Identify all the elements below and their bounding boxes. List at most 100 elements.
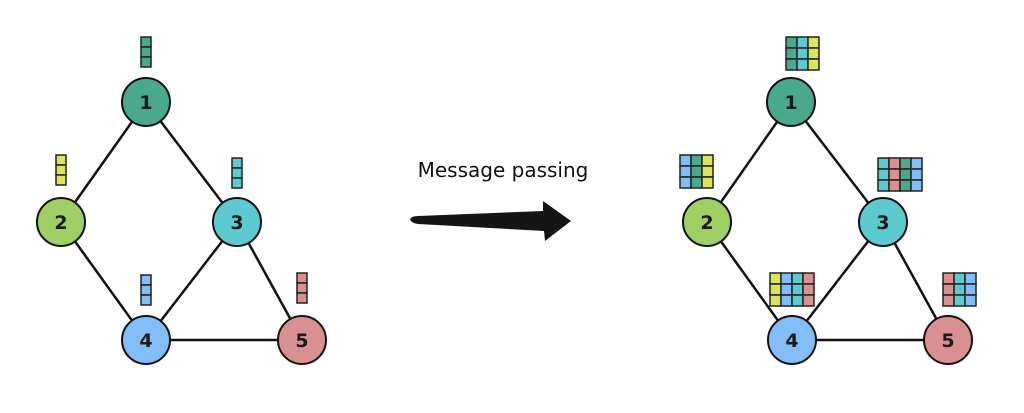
feature-cell [791, 272, 804, 285]
feature-cell [140, 46, 152, 58]
feature-cell [942, 272, 955, 285]
feature-cell [802, 272, 815, 285]
node-1: 1 [121, 36, 171, 127]
feature-cell [942, 294, 955, 307]
node-label: 1 [139, 92, 152, 114]
node-circle [36, 197, 86, 247]
feature-cell [899, 157, 912, 170]
feature-cell [701, 165, 714, 178]
feature-vector-2 [55, 154, 67, 186]
feature-cell [690, 165, 703, 178]
feature-vector-1 [140, 36, 152, 68]
feature-cell [807, 36, 820, 49]
node-label: 3 [230, 212, 243, 234]
feature-cell [807, 47, 820, 60]
arrow-icon [410, 201, 571, 241]
feature-cell [910, 168, 923, 181]
node-label: 4 [785, 330, 798, 352]
feature-cell [953, 272, 966, 285]
feature-cell [231, 167, 243, 179]
node-5: 5 [277, 272, 327, 365]
feature-cell [140, 274, 152, 286]
feature-cell [55, 154, 67, 166]
feature-cell [964, 272, 977, 285]
node-label: 3 [876, 212, 889, 234]
feature-cell [296, 292, 308, 304]
node-5: 5 [923, 272, 977, 365]
aggregated-features-3 [877, 157, 923, 192]
feature-cell [785, 58, 798, 71]
node-label: 5 [295, 330, 308, 352]
feature-cell [964, 283, 977, 296]
feature-cell [802, 283, 815, 296]
node-circle [682, 197, 732, 247]
feature-cell [785, 36, 798, 49]
message-passing-label: Message passing [418, 158, 589, 182]
feature-cell [910, 157, 923, 170]
feature-cell [140, 36, 152, 48]
feature-cell [791, 294, 804, 307]
feature-cell [796, 36, 809, 49]
feature-cell [690, 176, 703, 189]
aggregated-features-5 [942, 272, 977, 307]
feature-vector-4 [140, 274, 152, 306]
feature-cell [953, 283, 966, 296]
feature-cell [701, 154, 714, 167]
feature-cell [140, 284, 152, 296]
feature-cell [807, 58, 820, 71]
feature-vector-5 [296, 272, 308, 304]
edge-1-3 [145, 101, 238, 223]
node-circle [858, 197, 908, 247]
node-circle [767, 315, 817, 365]
graph-after: 1 2 3 4 5 [679, 36, 977, 365]
feature-cell [899, 179, 912, 192]
aggregated-features-2 [679, 154, 714, 189]
feature-cell [296, 272, 308, 284]
feature-cell [888, 168, 901, 181]
feature-cell [769, 283, 782, 296]
feature-cell [679, 176, 692, 189]
node-circle [923, 315, 973, 365]
graph-before: 1 2 3 4 5 [36, 36, 327, 365]
node-label: 5 [941, 330, 954, 352]
node-2: 2 [679, 154, 732, 247]
node-4: 4 [767, 272, 817, 365]
aggregated-features-1 [785, 36, 820, 71]
feature-cell [877, 179, 890, 192]
feature-cell [780, 283, 793, 296]
feature-cell [140, 294, 152, 306]
node-label: 2 [54, 212, 67, 234]
feature-cell [796, 47, 809, 60]
feature-cell [55, 174, 67, 186]
node-label: 4 [139, 330, 152, 352]
feature-cell [690, 154, 703, 167]
feature-cell [791, 283, 804, 296]
feature-cell [802, 294, 815, 307]
feature-vector-3 [231, 157, 243, 189]
feature-cell [785, 47, 798, 60]
feature-cell [953, 294, 966, 307]
node-circle [212, 197, 262, 247]
feature-cell [780, 294, 793, 307]
node-3: 3 [212, 157, 262, 247]
feature-cell [231, 157, 243, 169]
feature-cell [769, 294, 782, 307]
feature-cell [877, 168, 890, 181]
node-circle [277, 315, 327, 365]
feature-cell [888, 157, 901, 170]
feature-cell [910, 179, 923, 192]
feature-cell [140, 56, 152, 68]
feature-cell [888, 179, 901, 192]
node-label: 2 [700, 212, 713, 234]
feature-cell [964, 294, 977, 307]
node-circle [121, 315, 171, 365]
feature-cell [769, 272, 782, 285]
feature-cell [877, 157, 890, 170]
node-circle [121, 77, 171, 127]
node-1: 1 [766, 36, 820, 127]
feature-cell [296, 282, 308, 294]
feature-cell [701, 176, 714, 189]
feature-cell [942, 283, 955, 296]
node-label: 1 [784, 92, 797, 114]
